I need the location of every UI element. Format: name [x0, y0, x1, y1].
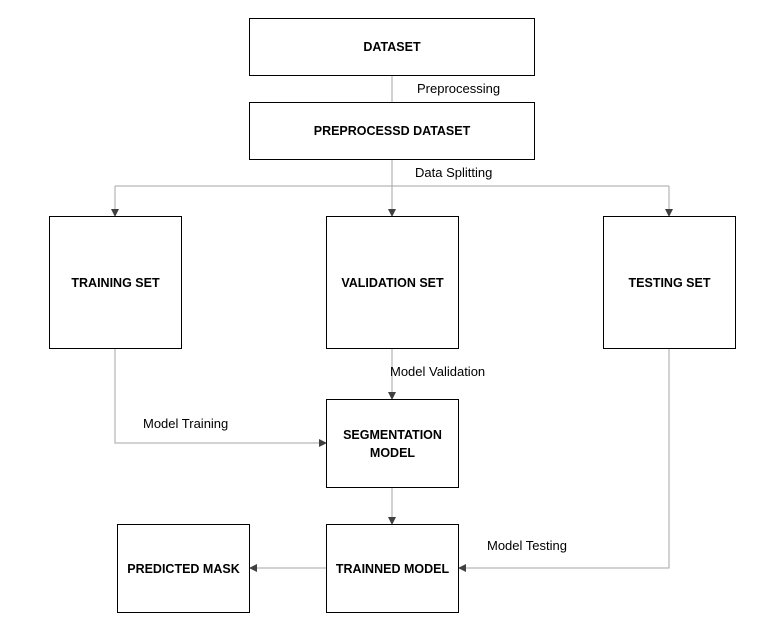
validation-set-node: VALIDATION SET	[326, 216, 459, 349]
dataset-node: DATASET	[249, 18, 535, 76]
testing-set-label: TESTING SET	[628, 275, 711, 290]
segmentation-model-label: SEGMENTATION MODEL	[343, 427, 442, 460]
training-set-node: TRAINING SET	[49, 216, 182, 349]
model-testing-edge-label: Model Testing	[487, 538, 567, 553]
model-validation-edge-label: Model Validation	[390, 364, 486, 379]
segmentation-model-node: SEGMENTATION MODEL	[326, 399, 459, 488]
training-set-label: TRAINING SET	[71, 275, 160, 290]
data-splitting-edge-label: Data Splitting	[415, 165, 493, 180]
predicted-mask-label: PREDICTED MASK	[127, 561, 240, 576]
dataset-label: DATASET	[363, 40, 421, 54]
preprocessing-edge-label: Preprocessing	[417, 81, 501, 96]
trained-model-label: TRAINNED MODEL	[335, 561, 450, 576]
preprocessed-dataset-label: PREPROCESSD DATASET	[313, 124, 471, 138]
model-training-edge-label: Model Training	[143, 416, 229, 431]
trained-model-node: TRAINNED MODEL	[326, 524, 459, 613]
testing-set-node: TESTING SET	[603, 216, 736, 349]
connector-training-to-segmentation	[114, 349, 327, 447]
predicted-mask-node: PREDICTED MASK	[117, 524, 250, 613]
validation-set-label: VALIDATION SET	[341, 275, 444, 290]
connector-testing-to-trained	[458, 349, 670, 572]
preprocessed-dataset-node: PREPROCESSD DATASET	[249, 102, 535, 160]
